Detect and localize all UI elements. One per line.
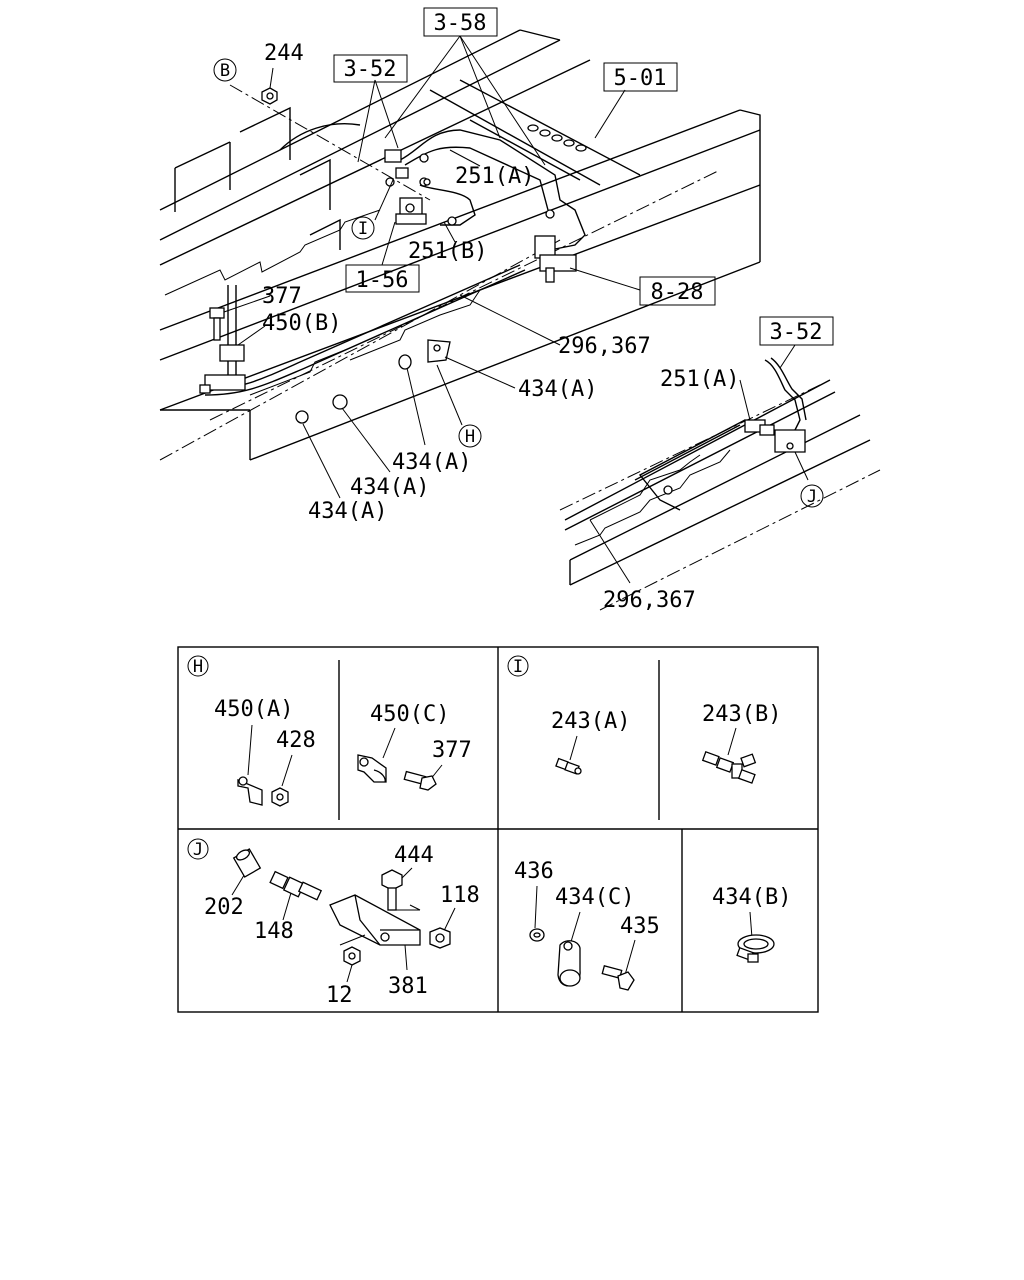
svg-text:J: J — [193, 840, 203, 860]
ref-box-1-56[interactable]: 1-56 — [345, 264, 420, 293]
fitting-148-part — [269, 870, 323, 901]
callout-251a: 251(A) — [455, 164, 534, 189]
callout-428: 428 — [276, 728, 316, 753]
svg-text:I: I — [358, 219, 368, 239]
detail-panel-clip: 436 434(C) 435 — [514, 859, 660, 991]
callout-435: 435 — [620, 914, 660, 939]
detail-panel-i: I 243(A) 243(B) — [507, 655, 781, 784]
svg-text:H: H — [193, 657, 203, 677]
callout-450b: 450(B) — [262, 311, 341, 336]
nut-12-part — [343, 946, 361, 966]
bolt-377-part — [403, 770, 437, 791]
ref-box-3-52-right[interactable]: 3-52 — [759, 316, 834, 346]
callout-202: 202 — [204, 895, 244, 920]
ref-box-5-01[interactable]: 5-01 — [603, 62, 678, 92]
detail-panel-clamp: 434(B) — [712, 885, 791, 963]
callout-436: 436 — [514, 859, 554, 884]
leader-lines — [223, 35, 809, 584]
fitting-202-part — [232, 848, 262, 878]
nut-428-part — [271, 787, 289, 807]
callout-244: 244 — [264, 41, 304, 66]
callout-450a: 450(A) — [214, 697, 293, 722]
callout-444: 444 — [394, 843, 434, 868]
clip-450c-part — [357, 754, 387, 783]
callout-434b: 434(B) — [712, 885, 791, 910]
marker-j: J — [800, 484, 824, 508]
ref-label: 5-01 — [614, 66, 667, 91]
callout-381: 381 — [388, 974, 428, 999]
callout-148: 148 — [254, 919, 294, 944]
valve-block — [395, 197, 427, 225]
detail-panel-h: H 450(A) 428 450(C) 377 — [187, 655, 472, 807]
svg-text:J: J — [807, 487, 817, 507]
marker-h: H — [458, 424, 482, 448]
ref-box-3-52-top[interactable]: 3-52 — [333, 54, 408, 83]
callout-377: 377 — [262, 284, 302, 309]
bracket-450b — [199, 285, 246, 394]
callout-296-367: 296,367 — [558, 334, 651, 359]
ref-box-8-28[interactable]: 8-28 — [639, 276, 716, 306]
panel-marker-i: I — [507, 655, 529, 677]
callout-450c: 450(C) — [370, 702, 449, 727]
clamp-434b-part — [736, 934, 775, 963]
clip-434c-part — [557, 940, 581, 987]
bracket-381-part — [329, 894, 421, 946]
callout-434a: 434(A) — [308, 499, 387, 524]
callout-243a: 243(A) — [551, 709, 630, 734]
svg-text:B: B — [220, 61, 230, 81]
ref-label: 3-58 — [434, 11, 487, 36]
ref-label: 3-52 — [770, 320, 823, 345]
tee-243b-part — [701, 751, 757, 784]
crossmember-holes — [527, 124, 587, 152]
frame-assembly — [159, 29, 881, 611]
callout-296-367: 296,367 — [603, 588, 696, 613]
clips-434a — [295, 339, 451, 424]
marker-b: B — [213, 58, 237, 82]
ref-label: 3-52 — [344, 57, 397, 82]
ref-label: 8-28 — [651, 280, 704, 305]
svg-text:I: I — [513, 657, 523, 677]
ref-label: 1-56 — [356, 268, 409, 293]
bracket-j — [744, 419, 806, 453]
callout-434a: 434(A) — [350, 475, 429, 500]
marker-i: I — [351, 216, 375, 240]
svg-text:H: H — [465, 427, 475, 447]
callout-12: 12 — [326, 983, 353, 1008]
clip-450a-part — [237, 776, 263, 806]
bracket-8-28 — [534, 235, 577, 283]
panel-marker-h: H — [187, 655, 209, 677]
ref-box-3-58[interactable]: 3-58 — [423, 7, 498, 37]
callout-251a: 251(A) — [660, 367, 739, 392]
callout-434a: 434(A) — [518, 377, 597, 402]
callout-118: 118 — [440, 883, 480, 908]
rail-detail-j — [564, 357, 871, 586]
callout-434c: 434(C) — [555, 885, 634, 910]
bolt-444-part — [381, 869, 403, 911]
callout-243b: 243(B) — [702, 702, 781, 727]
washer-436-part — [529, 928, 545, 942]
detail-panel-j: J 202 148 444 118 12 381 — [187, 838, 480, 1008]
detail-table — [177, 646, 819, 1013]
nut-118-part — [429, 927, 451, 949]
callout-377: 377 — [432, 738, 472, 763]
nut-244 — [261, 87, 278, 105]
callout-251b: 251(B) — [408, 239, 487, 264]
panel-marker-j: J — [187, 838, 209, 860]
callout-434a: 434(A) — [392, 450, 471, 475]
bolt-435-part — [601, 965, 635, 991]
union-243a-part — [555, 757, 582, 775]
